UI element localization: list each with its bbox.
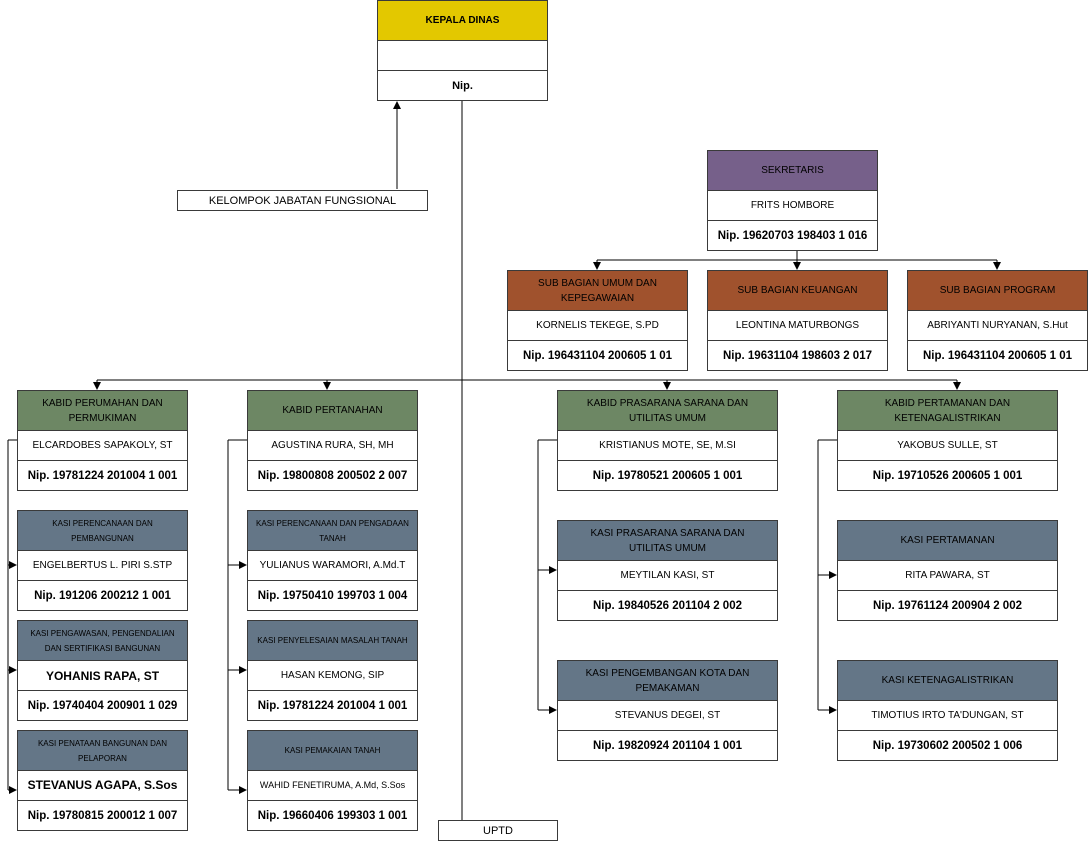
kepala-dinas-box: KEPALA DINAS Nip. [377,0,548,101]
kasi-name: YOHANIS RAPA, ST [18,661,187,691]
kasi-title: KASI PENYELESAIAN MASALAH TANAH [248,621,417,661]
kabid-perumahan-box: KABID PERUMAHAN DAN PERMUKIMAN ELCARDOBE… [17,390,188,491]
kabid-nip: Nip. 19781224 201004 1 001 [27,469,178,482]
kasi-title: KASI PERENCANAAN DAN PENGADAAN TANAH [248,511,417,551]
kasi-box: KASI PRASARANA SARANA DAN UTILITAS UMUM … [557,520,778,621]
kasi-name: RITA PAWARA, ST [838,561,1057,591]
subbagian-umum-box: SUB BAGIAN UMUM DAN KEPEGAWAIAN KORNELIS… [507,270,688,371]
kasi-name: TIMOTIUS IRTO TA'DUNGAN, ST [838,701,1057,731]
kasi-title: KASI PENGAWASAN, PENGENDALIAN DAN SERTIF… [18,621,187,661]
kasi-nip: Nip. 19840526 201104 2 002 [593,599,742,612]
kasi-box: KASI PERTAMANAN RITA PAWARA, ST Nip. 197… [837,520,1058,621]
kasi-box: KASI PERENCANAAN DAN PEMBANGUNAN ENGELBE… [17,510,188,611]
kasi-name: ENGELBERTUS L. PIRI S.STP [18,551,187,581]
sekretaris-name: FRITS HOMBORE [708,191,877,221]
kasi-box: KASI PENYELESAIAN MASALAH TANAH HASAN KE… [247,620,418,721]
kabid-nip: Nip. 19780521 200605 1 001 [592,469,743,482]
kasi-box: KASI PEMAKAIAN TANAH WAHID FENETIRUMA, A… [247,730,418,831]
kelompok-jabatan-fungsional: KELOMPOK JABATAN FUNGSIONAL [177,190,428,211]
kasi-nip: Nip. 19740404 200901 1 029 [27,699,178,712]
subbagian-name: KORNELIS TEKEGE, S.PD [508,311,687,341]
kasi-name: YULIANUS WARAMORI, A.Md.T [248,551,417,581]
subbagian-program-box: SUB BAGIAN PROGRAM ABRIYANTI NURYANAN, S… [907,270,1088,371]
kasi-box: KASI PERENCANAAN DAN PENGADAAN TANAH YUL… [247,510,418,611]
kasi-title: KASI KETENAGALISTRIKAN [838,661,1057,701]
kasi-nip: Nip. 19761124 200904 2 002 [873,599,1022,612]
kasi-box: KASI PENATAAN BANGUNAN DAN PELAPORAN STE… [17,730,188,831]
kasi-nip: Nip. 19820924 201104 1 001 [593,739,742,752]
kasi-name: STEVANUS DEGEI, ST [558,701,777,731]
subbagian-title: SUB BAGIAN UMUM DAN KEPEGAWAIAN [508,271,687,311]
kabid-title: KABID PERTANAHAN [248,391,417,431]
kasi-nip: Nip. 191206 200212 1 001 [34,589,171,602]
sekretaris-box: SEKRETARIS FRITS HOMBORE Nip. 19620703 1… [707,150,878,251]
kabid-pertanahan-box: KABID PERTANAHAN AGUSTINA RURA, SH, MH N… [247,390,418,491]
kasi-title: KASI PERTAMANAN [838,521,1057,561]
kasi-name: STEVANUS AGAPA, S.Sos [18,771,187,801]
kasi-title: KASI PERENCANAAN DAN PEMBANGUNAN [18,511,187,551]
subbagian-nip: Nip. 196431104 200605 1 01 [523,349,672,362]
subbagian-title: SUB BAGIAN PROGRAM [908,271,1087,311]
kepala-dinas-name [378,41,547,71]
subbagian-keuangan-box: SUB BAGIAN KEUANGAN LEONTINA MATURBONGS … [707,270,888,371]
kasi-title: KASI PRASARANA SARANA DAN UTILITAS UMUM [558,521,777,561]
kabid-name: YAKOBUS SULLE, ST [838,431,1057,461]
kasi-name: WAHID FENETIRUMA, A.Md, S.Sos [248,771,417,801]
subbagian-title: SUB BAGIAN KEUANGAN [708,271,887,311]
kabid-prasarana-box: KABID PRASARANA SARANA DAN UTILITAS UMUM… [557,390,778,491]
kabid-title: KABID PRASARANA SARANA DAN UTILITAS UMUM [558,391,777,431]
kasi-nip: Nip. 19781224 201004 1 001 [257,699,408,712]
kabid-name: AGUSTINA RURA, SH, MH [248,431,417,461]
kepala-dinas-title: KEPALA DINAS [378,1,547,41]
kabid-name: KRISTIANUS MOTE, SE, M.SI [558,431,777,461]
uptd-box: UPTD [438,820,558,841]
kabid-name: ELCARDOBES SAPAKOLY, ST [18,431,187,461]
subbagian-name: LEONTINA MATURBONGS [708,311,887,341]
kabid-title: KABID PERTAMANAN DAN KETENAGALISTRIKAN [838,391,1057,431]
kasi-name: MEYTILAN KASI, ST [558,561,777,591]
kasi-nip: Nip. 19750410 199703 1 004 [257,589,408,602]
subbagian-nip: Nip. 196431104 200605 1 01 [923,349,1072,362]
sekretaris-title: SEKRETARIS [708,151,877,191]
kepala-dinas-nip: Nip. [452,79,473,92]
kasi-box: KASI PENGAWASAN, PENGENDALIAN DAN SERTIF… [17,620,188,721]
kasi-title: KASI PENGEMBANGAN KOTA DAN PEMAKAMAN [558,661,777,701]
sekretaris-nip: Nip. 19620703 198403 1 016 [717,229,868,242]
kasi-title: KASI PEMAKAIAN TANAH [248,731,417,771]
kabid-title: KABID PERUMAHAN DAN PERMUKIMAN [18,391,187,431]
kasi-name: HASAN KEMONG, SIP [248,661,417,691]
kasi-box: KASI PENGEMBANGAN KOTA DAN PEMAKAMAN STE… [557,660,778,761]
kabid-pertamanan-box: KABID PERTAMANAN DAN KETENAGALISTRIKAN Y… [837,390,1058,491]
kasi-nip: Nip. 19780815 200012 1 007 [27,809,178,822]
subbagian-nip: Nip. 19631104 198603 2 017 [723,349,872,362]
kasi-nip: Nip. 19730602 200502 1 006 [872,739,1023,752]
kasi-nip: Nip. 19660406 199303 1 001 [257,809,408,822]
kabid-nip: Nip. 19800808 200502 2 007 [257,469,408,482]
subbagian-name: ABRIYANTI NURYANAN, S.Hut [908,311,1087,341]
kasi-title: KASI PENATAAN BANGUNAN DAN PELAPORAN [18,731,187,771]
kabid-nip: Nip. 19710526 200605 1 001 [872,469,1023,482]
kasi-box: KASI KETENAGALISTRIKAN TIMOTIUS IRTO TA'… [837,660,1058,761]
